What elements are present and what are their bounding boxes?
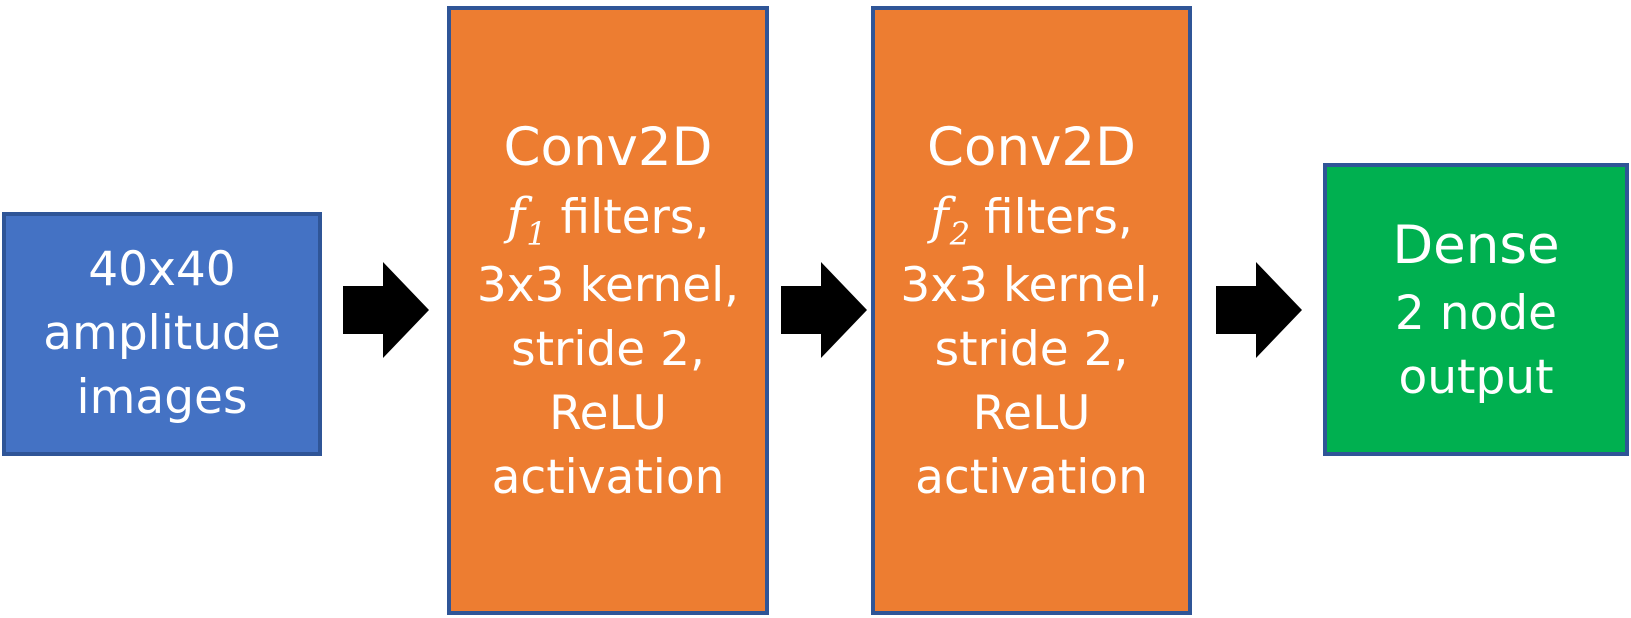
conv2-stride: stride 2, xyxy=(934,321,1129,377)
conv2-filter-sub: 2 xyxy=(949,214,971,253)
input-line-images: images xyxy=(76,370,248,425)
conv1-relu: ReLU xyxy=(549,385,667,441)
conv2-relu: ReLU xyxy=(972,385,1091,441)
conv2-kernel: 3x3 kernel, xyxy=(900,257,1163,313)
right-arrow-icon xyxy=(343,262,429,358)
conv2-activation: activation xyxy=(915,449,1148,505)
dense-output: output xyxy=(1398,349,1554,405)
input-line-size: 40x40 xyxy=(88,242,236,297)
conv1-title: Conv2D xyxy=(503,116,713,178)
dense-title: Dense xyxy=(1392,214,1560,276)
input-line-amplitude: amplitude xyxy=(43,306,281,361)
conv1-stride: stride 2, xyxy=(511,321,705,377)
conv1-filter-sub: 1 xyxy=(526,214,547,253)
conv2-title: Conv2D xyxy=(927,116,1136,178)
input-images-box: 40x40 amplitude images xyxy=(2,212,322,456)
conv2-filter-text: filters, xyxy=(984,189,1133,245)
dense-nodes: 2 node xyxy=(1394,285,1558,341)
dense-output-box: Dense 2 node output xyxy=(1323,163,1629,456)
conv2-filter-var: f xyxy=(930,186,949,245)
conv1-filter-text: filters, xyxy=(560,189,710,245)
right-arrow-icon xyxy=(1216,262,1302,358)
conv1-kernel: 3x3 kernel, xyxy=(476,257,740,313)
conv1-filters-line: f1 filters, xyxy=(507,184,710,254)
conv1-filter-var: f xyxy=(506,186,526,245)
conv2-filters-line: f2 filters, xyxy=(930,184,1133,254)
conv1-activation: activation xyxy=(491,449,725,505)
right-arrow-icon xyxy=(781,262,867,358)
